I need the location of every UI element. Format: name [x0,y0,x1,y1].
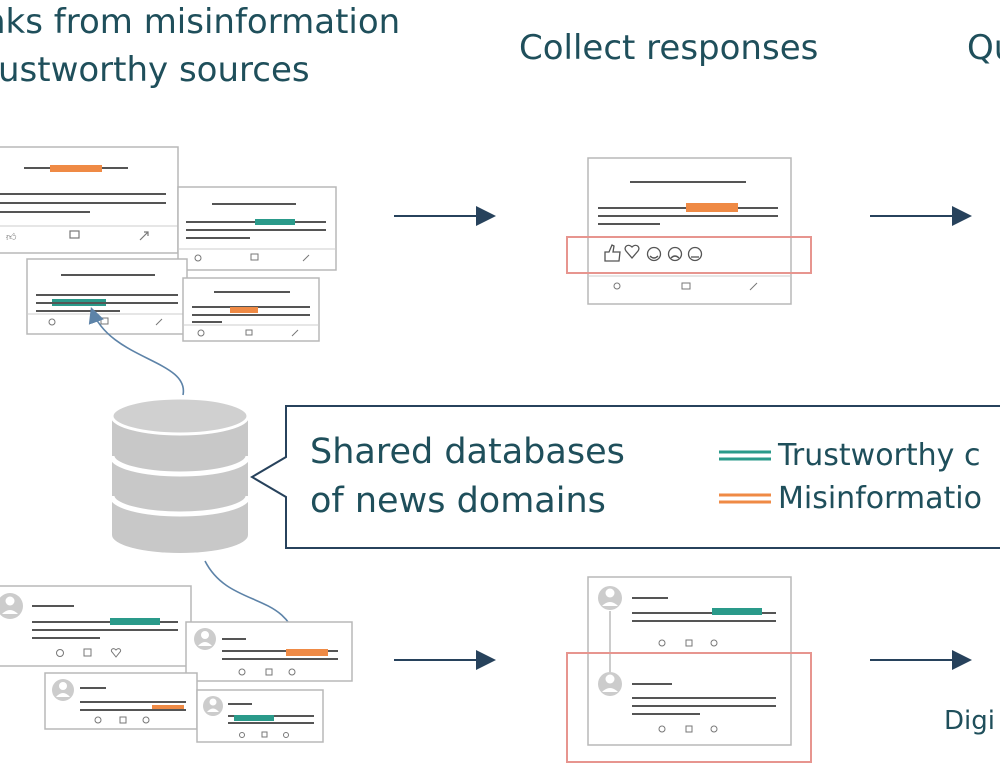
misinformation-link-marker [50,165,102,172]
replies-highlight-box [566,652,812,763]
comment-icon [681,282,691,290]
sad-icon [667,246,683,262]
thumbs-up-icon [604,244,621,262]
database-icon [109,396,251,553]
reply-icon [658,639,666,647]
step1-heading-line2: rustworthy sources [0,50,310,90]
heart-icon [624,244,640,259]
bottom-right-label: Digi [944,706,995,736]
sad-mouth [670,255,680,259]
reply-icon [658,725,666,733]
comment-icon [69,230,80,239]
comment-icon [250,253,259,261]
tweet-card [196,689,324,743]
database-connector-up [88,306,184,396]
angry-icon [687,246,703,262]
reply-icon [94,716,102,724]
responses-post-card [587,157,792,305]
comment-icon [245,329,253,336]
trustworthy-link-marker [234,715,274,721]
misinformation-link-marker [686,203,738,212]
database-callout [250,405,1000,549]
heart-icon [142,716,150,724]
step3-heading: Qu [967,28,1000,68]
like-icon [613,282,621,290]
tweet-card [185,621,353,682]
post-card [26,258,188,335]
share-icon [155,318,163,326]
reply-icon [238,668,246,676]
share-icon [139,231,149,241]
post-card [177,186,337,271]
step1-heading-line1: nks from misinformation [0,2,401,42]
reply-icon [56,649,64,657]
retweet-icon [265,668,273,676]
share-icon [749,282,758,291]
laugh-icon [646,246,662,262]
like-icon [197,329,205,337]
heart-icon [710,639,718,647]
retweet-icon [685,725,693,733]
share-icon [291,329,299,337]
legend-trustworthy-swatch [719,450,771,461]
like-icon: 👍︎ [6,232,17,243]
database-label-line2: of news domains [310,481,606,521]
database-label-line1: Shared databases [310,432,625,472]
misinformation-link-marker [152,705,184,711]
avatar [598,586,622,610]
reaction-icons [604,244,703,262]
reply-icon [239,732,245,738]
avatar [598,672,622,696]
step2-heading: Collect responses [519,28,819,68]
trustworthy-link-marker [712,608,762,615]
legend-trustworthy-label: Trustworthy c [778,438,981,473]
legend-misinformation-swatch [719,493,771,504]
retweet-icon [685,639,693,647]
retweet-icon [261,731,268,738]
post-card [182,277,320,342]
legend-misinformation-label: Misinformatio [778,481,982,516]
trustworthy-link-marker [255,219,295,225]
post-card: 👍︎ [0,146,179,254]
like-icon [48,318,56,326]
heart-icon [110,648,122,658]
retweet-icon [119,716,127,724]
heart-icon [710,725,718,733]
misinformation-link-marker [230,307,258,313]
reactions-highlight-box [566,236,812,274]
tweet-card [0,585,192,667]
share-icon [302,254,310,262]
tweet-thread-card [587,576,792,746]
heart-icon [283,732,289,738]
retweet-icon [83,648,92,657]
misinformation-link-marker [286,649,328,656]
like-icon [194,254,202,262]
laugh-mouth [649,255,659,259]
heart-icon [288,668,296,676]
trustworthy-link-marker [110,618,160,625]
tweet-card [44,672,198,730]
